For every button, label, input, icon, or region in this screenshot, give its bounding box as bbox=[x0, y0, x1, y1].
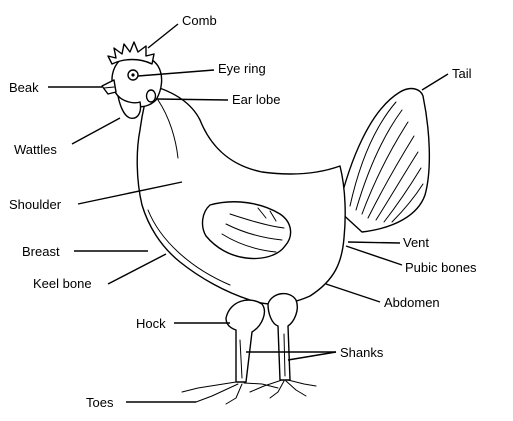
legs bbox=[225, 293, 298, 383]
label-beak: Beak bbox=[9, 80, 39, 95]
feet bbox=[181, 379, 317, 405]
label-hock: Hock bbox=[136, 316, 166, 331]
label-shanks: Shanks bbox=[340, 345, 384, 360]
label-pubic-bones: Pubic bones bbox=[405, 260, 477, 275]
leader-lines bbox=[48, 23, 449, 403]
chicken-body bbox=[136, 84, 346, 305]
label-breast: Breast bbox=[22, 244, 60, 259]
leader-ear-lobe bbox=[155, 98, 229, 101]
label-toes: Toes bbox=[86, 395, 114, 410]
label-tail: Tail bbox=[452, 66, 472, 81]
label-abdomen: Abdomen bbox=[384, 295, 440, 310]
wing bbox=[201, 201, 292, 260]
label-shoulder: Shoulder bbox=[9, 197, 62, 212]
label-comb: Comb bbox=[182, 13, 217, 28]
wattles bbox=[117, 95, 142, 119]
tail-feathers bbox=[337, 87, 431, 233]
label-ear-lobe: Ear lobe bbox=[232, 92, 280, 107]
label-vent: Vent bbox=[403, 235, 429, 250]
leader-vent bbox=[347, 241, 401, 244]
chicken-illustration bbox=[101, 41, 431, 405]
comb bbox=[107, 41, 155, 65]
leader-eye-ring bbox=[137, 69, 215, 77]
labels: Comb Eye ring Tail Beak Ear lobe Wattles… bbox=[9, 13, 477, 410]
leader-pubic-bones bbox=[345, 245, 403, 266]
leader-shoulder bbox=[77, 181, 183, 205]
leader-abdomen bbox=[325, 283, 381, 303]
ear-lobe bbox=[145, 89, 157, 103]
leader-tail bbox=[421, 73, 449, 91]
leader-keel-bone bbox=[107, 253, 167, 285]
leader-shanks-2 bbox=[287, 351, 337, 361]
label-wattles: Wattles bbox=[14, 142, 57, 157]
label-eye-ring: Eye ring bbox=[218, 61, 266, 76]
leader-wattles bbox=[71, 117, 121, 145]
leader-comb bbox=[147, 23, 179, 49]
label-keel-bone: Keel bone bbox=[33, 276, 92, 291]
